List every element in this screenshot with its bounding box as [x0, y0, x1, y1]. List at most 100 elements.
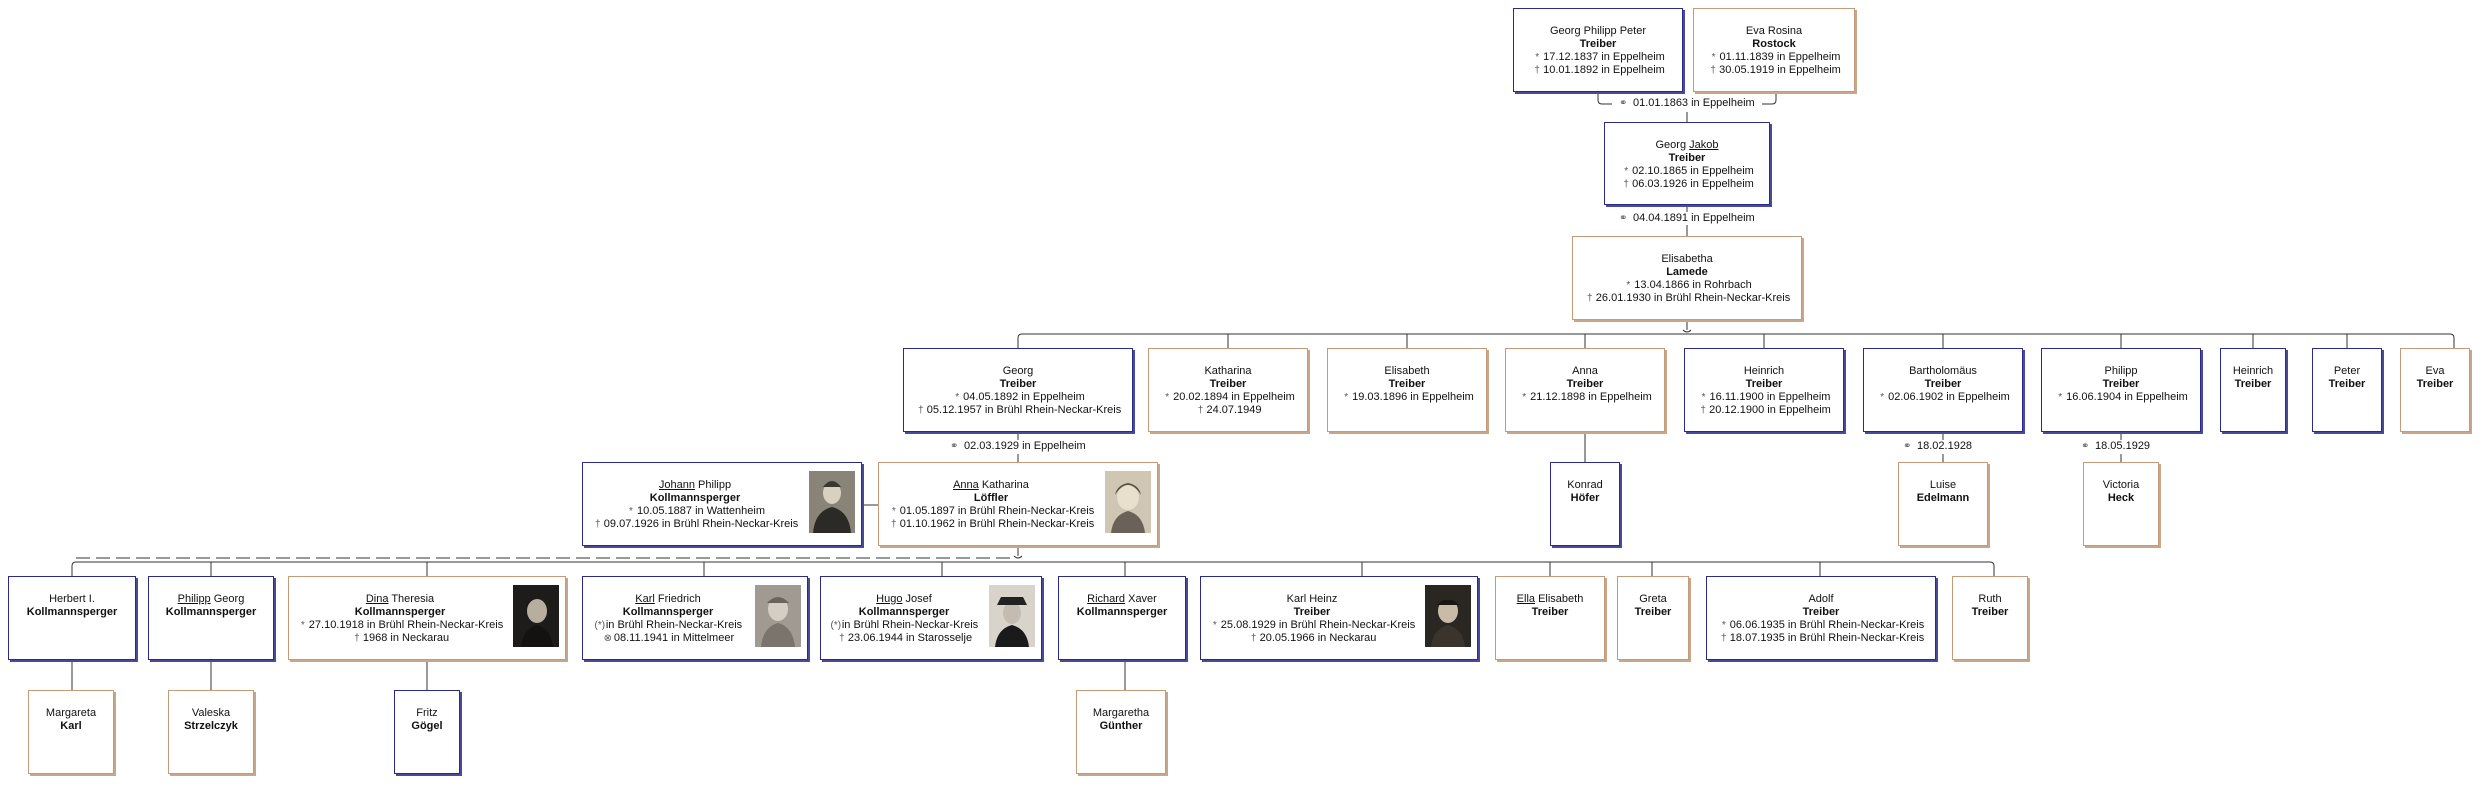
- birth-event: *10.05.1887 in Wattenheim: [629, 505, 765, 517]
- person-card[interactable]: Valeska Strzelczyk: [168, 690, 254, 774]
- death-event: †18.07.1935 in Brühl Rhein-Neckar-Kreis: [1721, 632, 1925, 644]
- given-name: Philipp Georg: [177, 593, 245, 605]
- person-card[interactable]: Eva Treiber: [2400, 348, 2470, 432]
- person-card[interactable]: Johann Philipp Kollmannsperger *10.05.18…: [582, 462, 862, 546]
- surname: Treiber: [2328, 378, 2366, 390]
- person-card[interactable]: Ella Elisabeth Treiber: [1495, 576, 1605, 660]
- person-card[interactable]: Herbert I. Kollmannsperger: [8, 576, 136, 660]
- given-name: Konrad: [1567, 479, 1603, 491]
- death-event: †20.05.1966 in Neckarau: [1250, 632, 1377, 644]
- surname: Strzelczyk: [184, 720, 238, 732]
- person-card[interactable]: Peter Treiber: [2312, 348, 2382, 432]
- death-event: †06.03.1926 in Eppelheim: [1623, 178, 1754, 190]
- given-name: Luise: [1929, 479, 1957, 491]
- marriage-icon: ⚭: [1619, 98, 1628, 109]
- given-name: Victoria: [2102, 479, 2140, 491]
- given-name: Greta: [1639, 593, 1667, 605]
- birth-event: *06.06.1935 in Brühl Rhein-Neckar-Kreis: [1721, 619, 1925, 631]
- surname: Günther: [1099, 720, 1143, 732]
- given-name: Anna: [1572, 365, 1598, 377]
- person-card[interactable]: Katharina Treiber *20.02.1894 in Eppelhe…: [1148, 348, 1308, 432]
- person-card[interactable]: Philipp Treiber *16.06.1904 in Eppelheim: [2041, 348, 2201, 432]
- person-card[interactable]: Hugo Josef Kollmannsperger (*)in Brühl R…: [820, 576, 1042, 660]
- person-card[interactable]: Georg Jakob Treiber *02.10.1865 in Eppel…: [1604, 122, 1770, 205]
- birth-event: *13.04.1866 in Rohrbach: [1626, 279, 1752, 291]
- person-card[interactable]: Karl Friedrich Kollmannsperger (*)in Brü…: [582, 576, 808, 660]
- person-card[interactable]: Georg Treiber *04.05.1892 in Eppelheim †…: [903, 348, 1133, 432]
- marriage-label: ⚭18.05.1929: [2078, 440, 2154, 452]
- surname: Treiber: [1388, 378, 1426, 390]
- marriage-label: ⚭04.04.1891 in Eppelheim: [1616, 212, 1758, 224]
- portrait-photo[interactable]: [989, 585, 1035, 647]
- death-event: †24.07.1949: [1197, 404, 1262, 416]
- given-name: Ruth: [1978, 593, 2002, 605]
- person-card[interactable]: Anna Katharina Löffler *01.05.1897 in Br…: [878, 462, 1158, 546]
- given-name: Karl Friedrich: [635, 593, 701, 605]
- person-card[interactable]: Heinrich Treiber *16.11.1900 in Eppelhei…: [1684, 348, 1844, 432]
- birth-event: *21.12.1898 in Eppelheim: [1522, 391, 1652, 403]
- surname: Kollmannsperger: [858, 606, 950, 618]
- death-event: ⊗08.11.1941 in Mittelmeer: [603, 632, 735, 644]
- person-card[interactable]: Margareta Karl: [28, 690, 114, 774]
- surname: Lamede: [1666, 266, 1708, 278]
- marriage-label: ⚭01.01.1863 in Eppelheim: [1616, 97, 1758, 109]
- marriage-icon: ⚭: [1903, 441, 1912, 452]
- portrait-photo[interactable]: [809, 471, 855, 533]
- death-event: †1968 in Neckarau: [354, 632, 450, 644]
- person-card[interactable]: Bartholomäus Treiber *02.06.1902 in Eppe…: [1863, 348, 2023, 432]
- person-card[interactable]: Eva Rosina Rostock *01.11.1839 in Eppelh…: [1693, 8, 1855, 92]
- person-card[interactable]: Philipp Georg Kollmannsperger: [148, 576, 274, 660]
- portrait-photo[interactable]: [755, 585, 801, 647]
- given-name: Karl Heinz: [1286, 593, 1338, 605]
- given-name: Elisabetha: [1661, 253, 1713, 265]
- death-event: †09.07.1926 in Brühl Rhein-Neckar-Kreis: [595, 518, 799, 530]
- person-card[interactable]: Konrad Höfer: [1550, 462, 1620, 546]
- birth-event: *27.10.1918 in Brühl Rhein-Neckar-Kreis: [300, 619, 504, 631]
- surname: Treiber: [1566, 378, 1604, 390]
- person-card[interactable]: Heinrich Treiber: [2220, 348, 2286, 432]
- given-name: Georg Philipp Peter: [1550, 25, 1646, 37]
- person-card[interactable]: Georg Philipp Peter Treiber *17.12.1837 …: [1513, 8, 1683, 92]
- portrait-photo[interactable]: [1425, 585, 1471, 647]
- person-card[interactable]: Elisabeth Treiber *19.03.1896 in Eppelhe…: [1327, 348, 1487, 432]
- surname: Treiber: [999, 378, 1037, 390]
- surname: Edelmann: [1916, 492, 1970, 504]
- person-card[interactable]: Luise Edelmann: [1898, 462, 1988, 546]
- death-event: †10.01.1892 in Eppelheim: [1534, 64, 1665, 76]
- surname: Treiber: [1802, 606, 1840, 618]
- surname: Kollmannsperger: [649, 492, 741, 504]
- surname: Treiber: [1531, 606, 1569, 618]
- person-card[interactable]: Dina Theresia Kollmannsperger *27.10.191…: [288, 576, 566, 660]
- person-card[interactable]: Karl Heinz Treiber *25.08.1929 in Brühl …: [1200, 576, 1478, 660]
- given-name: Dina Theresia: [365, 593, 435, 605]
- given-name: Katharina: [1204, 365, 1252, 377]
- person-card[interactable]: Elisabetha Lamede *13.04.1866 in Rohrbac…: [1572, 236, 1802, 320]
- birth-event: *19.03.1896 in Eppelheim: [1344, 391, 1474, 403]
- surname: Treiber: [1579, 38, 1617, 50]
- surname: Kollmannsperger: [26, 606, 118, 618]
- given-name: Elisabeth: [1384, 365, 1430, 377]
- portrait-photo[interactable]: [513, 585, 559, 647]
- given-name: Herbert I.: [49, 593, 95, 605]
- birth-event: *02.06.1902 in Eppelheim: [1880, 391, 2010, 403]
- portrait-photo[interactable]: [1105, 471, 1151, 533]
- person-card[interactable]: Adolf Treiber *06.06.1935 in Brühl Rhein…: [1706, 576, 1936, 660]
- person-card[interactable]: Ruth Treiber: [1952, 576, 2028, 660]
- person-card[interactable]: Fritz Gögel: [394, 690, 460, 774]
- surname: Treiber: [2102, 378, 2140, 390]
- person-card[interactable]: Margaretha Günther: [1076, 690, 1166, 774]
- surname: Karl: [60, 720, 82, 732]
- death-event: †01.10.1962 in Brühl Rhein-Neckar-Kreis: [891, 518, 1095, 530]
- marriage-label: ⚭18.02.1928: [1900, 440, 1976, 452]
- surname: Treiber: [1209, 378, 1247, 390]
- marriage-icon: ⚭: [1619, 213, 1628, 224]
- death-event: †30.05.1919 in Eppelheim: [1710, 64, 1841, 76]
- person-card[interactable]: Richard Xaver Kollmannsperger: [1058, 576, 1186, 660]
- surname: Rostock: [1752, 38, 1796, 50]
- person-card[interactable]: Victoria Heck: [2083, 462, 2159, 546]
- person-card[interactable]: Greta Treiber: [1617, 576, 1689, 660]
- person-card[interactable]: Anna Treiber *21.12.1898 in Eppelheim: [1505, 348, 1665, 432]
- given-name: Eva Rosina: [1745, 25, 1803, 37]
- given-name: Margareta: [45, 707, 97, 719]
- death-event: †23.06.1944 in Starosselje: [839, 632, 973, 644]
